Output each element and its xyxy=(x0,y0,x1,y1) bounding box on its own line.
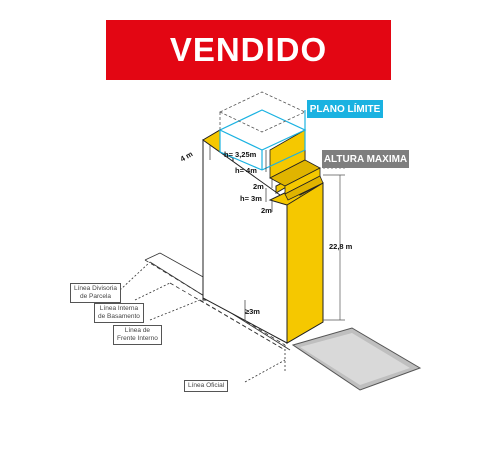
dim-h-4: h= 4m xyxy=(235,166,257,175)
dim-2m-b: 2m xyxy=(261,206,272,215)
ground-lines xyxy=(119,252,291,383)
sold-banner: VENDIDO xyxy=(106,20,391,80)
yellow-right-face xyxy=(286,182,324,344)
sidewalk-inner xyxy=(300,333,410,385)
sold-banner-text: VENDIDO xyxy=(169,31,328,68)
label-linea-basamento: Línea Interna de Basamento xyxy=(94,303,144,323)
label-linea-oficial: Línea Oficial xyxy=(184,380,229,392)
dim-ge3: ≥3m xyxy=(245,307,260,316)
dimension-ticks xyxy=(209,145,273,320)
label-linea-divisoria-2: de Parcela xyxy=(79,293,112,300)
label-linea-frente-2: Frente Interno xyxy=(117,335,158,342)
label-linea-basamento-2: de Basamento xyxy=(98,313,140,320)
altura-maxima-tag: ALTURA MAXIMA xyxy=(322,150,409,168)
upper-dashed-box xyxy=(219,91,306,133)
dim-h-325: h= 3,25m xyxy=(224,150,257,159)
height-guide xyxy=(323,167,345,321)
yellow-step-3 xyxy=(284,175,324,201)
label-linea-basamento-1: Línea Interna xyxy=(99,305,139,312)
label-linea-oficial-text: Línea Oficial xyxy=(188,382,225,389)
plano-limite-tag: PLANO LÍMITE xyxy=(307,100,383,118)
dim-total-height: 22,8 m xyxy=(329,242,353,251)
label-linea-divisoria: Línea Divisoria de Parcela xyxy=(70,283,121,303)
label-linea-frente-1: Línea de xyxy=(124,327,151,334)
dim-2m-a: 2m xyxy=(253,182,264,191)
dim-h-3: h= 3m xyxy=(240,194,262,203)
label-linea-frente: Línea de Frente Interno xyxy=(113,325,162,345)
label-linea-divisoria-1: Línea Divisoria xyxy=(74,285,117,292)
